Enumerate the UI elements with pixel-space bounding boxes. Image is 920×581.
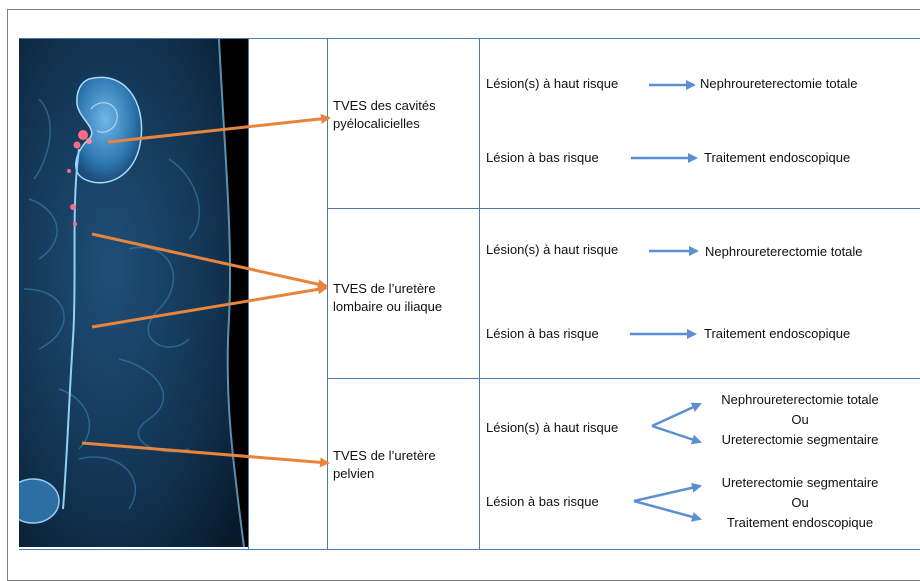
location-pyelocaliceal: TVES des cavités pyélocalicielles	[333, 97, 473, 133]
high-risk-label: Lésion(s) à haut risque	[486, 242, 618, 258]
treatment-segmental-ureterectomy: Ureterectomie segmentaire	[685, 475, 915, 491]
treatment-endoscopic: Traitement endoscopique	[704, 150, 850, 166]
treatment-nephroureterectomy: Nephroureterectomie totale	[700, 76, 858, 92]
or-label: Ou	[685, 412, 915, 428]
or-label: Ou	[685, 495, 915, 511]
grid-line	[327, 38, 328, 549]
treatment-endoscopic: Traitement endoscopique	[685, 515, 915, 531]
grid-line	[327, 208, 920, 209]
high-risk-label: Lésion(s) à haut risque	[486, 76, 618, 92]
location-pelvic-ureter: TVES de l’uretère pelvien	[333, 447, 473, 483]
location-lumbar-iliac-ureter: TVES de l’uretère lombaire ou iliaque	[333, 280, 473, 316]
low-risk-label: Lésion à bas risque	[486, 494, 599, 510]
grid-line	[479, 38, 480, 549]
treatment-nephroureterectomy: Nephroureterectomie totale	[685, 392, 915, 408]
grid-line	[327, 378, 920, 379]
treatment-segmental-ureterectomy: Ureterectomie segmentaire	[685, 432, 915, 448]
treatment-nephroureterectomy: Nephroureterectomie totale	[705, 244, 863, 260]
treatment-endoscopic: Traitement endoscopique	[704, 326, 850, 342]
high-risk-label: Lésion(s) à haut risque	[486, 420, 618, 436]
low-risk-label: Lésion à bas risque	[486, 150, 599, 166]
low-risk-label: Lésion à bas risque	[486, 326, 599, 342]
grid-line	[248, 38, 249, 549]
